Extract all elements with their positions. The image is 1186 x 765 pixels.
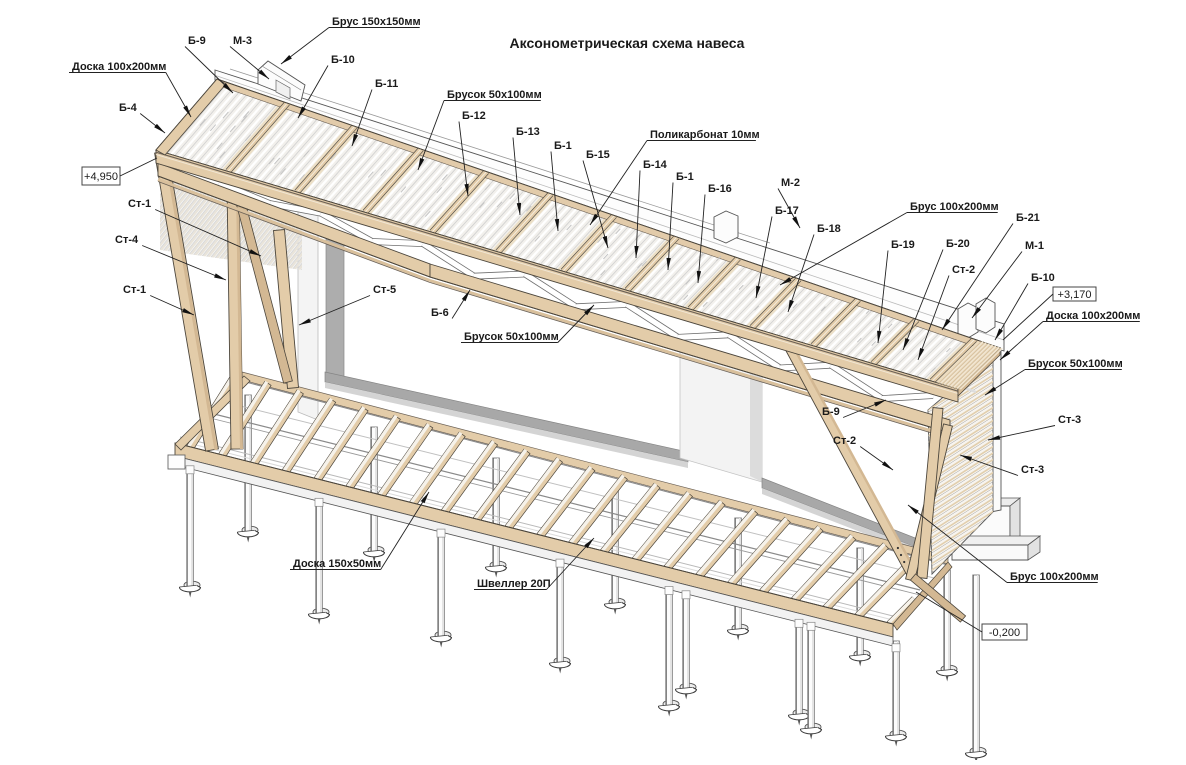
svg-text:Б-20: Б-20 — [946, 238, 970, 250]
svg-text:Поликарбонат 10мм: Поликарбонат 10мм — [650, 129, 760, 141]
svg-text:Б-1: Б-1 — [554, 140, 572, 152]
svg-text:Ст-1: Ст-1 — [128, 198, 151, 210]
svg-text:Ст-3: Ст-3 — [1021, 464, 1044, 476]
svg-text:Доска 100х200мм: Доска 100х200мм — [1046, 310, 1140, 322]
svg-text:М-1: М-1 — [1025, 240, 1044, 252]
svg-text:Б-17: Б-17 — [775, 205, 799, 217]
svg-text:Брусок 50х100мм: Брусок 50х100мм — [447, 89, 542, 101]
svg-text:Брус 150х150мм: Брус 150х150мм — [332, 16, 421, 28]
svg-text:Ст-5: Ст-5 — [373, 284, 396, 296]
svg-text:Доска 150х50мм: Доска 150х50мм — [293, 558, 381, 570]
svg-text:М-3: М-3 — [233, 35, 252, 47]
svg-text:+4,950: +4,950 — [84, 171, 118, 183]
svg-text:Б-9: Б-9 — [188, 35, 206, 47]
svg-text:Б-10: Б-10 — [331, 54, 355, 66]
svg-text:Ст-2: Ст-2 — [833, 435, 856, 447]
svg-text:Швеллер 20П: Швеллер 20П — [477, 578, 551, 590]
svg-text:-0,200: -0,200 — [989, 627, 1020, 639]
svg-text:Б-18: Б-18 — [817, 223, 841, 235]
svg-text:Б-19: Б-19 — [891, 239, 915, 251]
svg-text:Б-21: Б-21 — [1016, 212, 1040, 224]
svg-text:Ст-4: Ст-4 — [115, 234, 139, 246]
svg-text:Б-15: Б-15 — [586, 149, 610, 161]
svg-text:Брус 100х200мм: Брус 100х200мм — [1010, 571, 1099, 583]
svg-text:Доска 100х200мм: Доска 100х200мм — [72, 61, 166, 73]
svg-text:М-2: М-2 — [781, 177, 800, 189]
svg-text:Брусок 50х100мм: Брусок 50х100мм — [464, 331, 559, 343]
svg-text:+3,170: +3,170 — [1058, 289, 1092, 301]
svg-text:Ст-1: Ст-1 — [123, 284, 146, 296]
svg-text:Б-13: Б-13 — [516, 126, 540, 138]
svg-text:Б-12: Б-12 — [462, 110, 486, 122]
svg-text:Б-10: Б-10 — [1031, 272, 1055, 284]
svg-text:Б-4: Б-4 — [119, 102, 138, 114]
svg-text:Б-16: Б-16 — [708, 183, 732, 195]
svg-text:Ст-2: Ст-2 — [952, 264, 975, 276]
svg-text:Ст-3: Ст-3 — [1058, 414, 1081, 426]
svg-text:Аксонометрическая схема навеса: Аксонометрическая схема навеса — [510, 35, 745, 51]
svg-text:Б-1: Б-1 — [676, 171, 694, 183]
svg-text:Брус 100х200мм: Брус 100х200мм — [910, 201, 999, 213]
svg-text:Б-14: Б-14 — [643, 159, 668, 171]
svg-text:Б-6: Б-6 — [431, 307, 449, 319]
svg-text:Б-9: Б-9 — [822, 406, 840, 418]
svg-text:Б-11: Б-11 — [375, 78, 398, 90]
svg-text:Брусок 50х100мм: Брусок 50х100мм — [1028, 358, 1123, 370]
